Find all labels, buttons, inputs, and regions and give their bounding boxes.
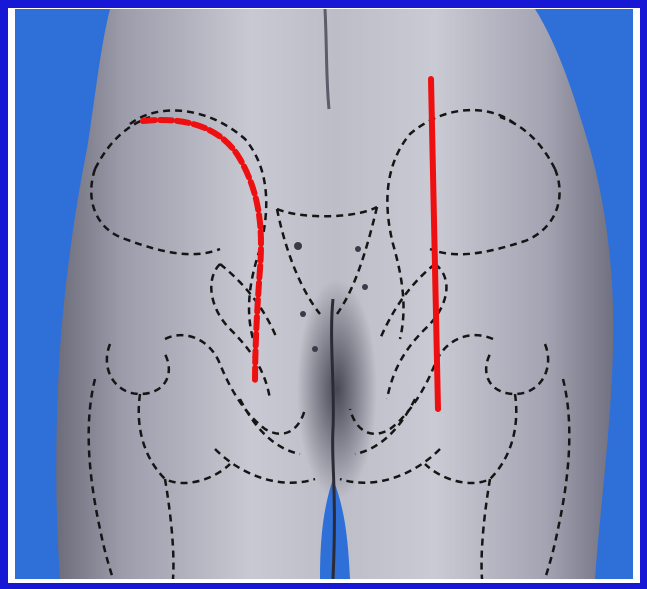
- anatomy-photo: [15, 9, 633, 579]
- anatomy-illustration: [15, 9, 633, 579]
